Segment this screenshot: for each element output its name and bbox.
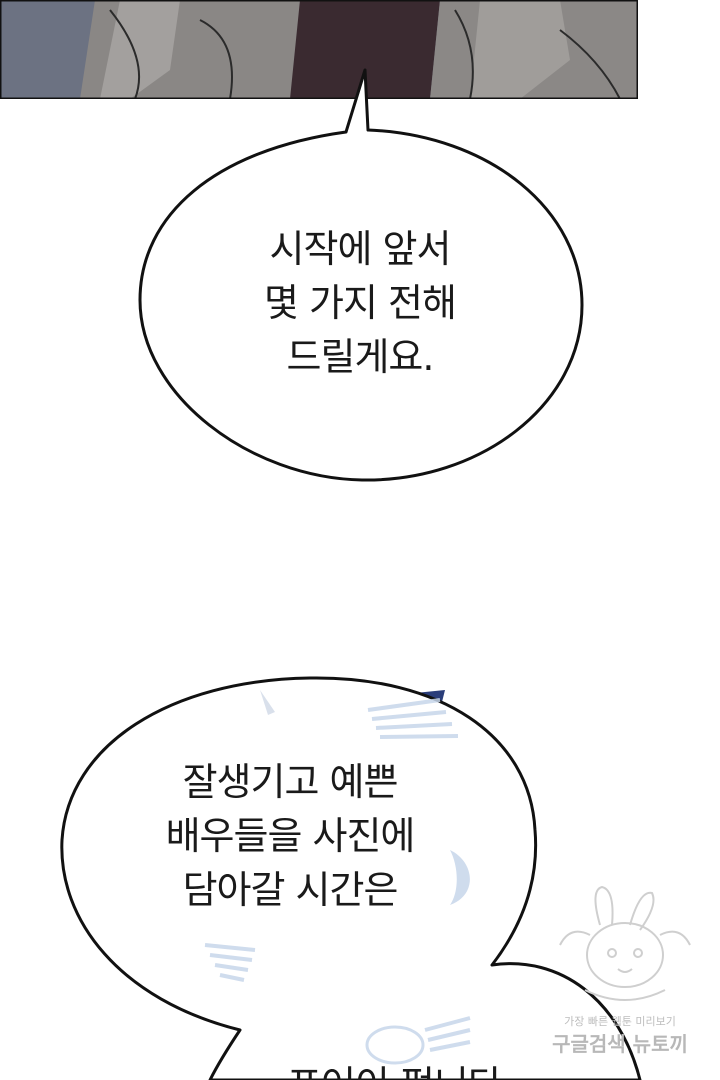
bubble-1-line-2: 몇 가지 전해 — [264, 281, 457, 325]
speech-bubble-3-partial: …프어이 펑니다 — [250, 1058, 570, 1080]
speech-bubble-1: 시작에 앞서 몇 가지 전해 드릴게요. — [180, 222, 540, 384]
bubble-2-line-3: 담아갈 시간은 — [182, 868, 399, 912]
panel-art-illustration — [0, 0, 638, 99]
watermark-line-1: 가장 빠른 웹툰 미리보기 — [564, 1015, 676, 1028]
bubble-1-line-3: 드릴게요. — [286, 335, 435, 379]
bubble-1-line-1: 시작에 앞서 — [269, 227, 452, 271]
watermark-line-2: 구글검색 뉴토끼 — [552, 1032, 688, 1056]
bubble-2-line-2: 배우들을 사진에 — [165, 814, 416, 858]
bubble-2-line-1: 잘생기고 예쁜 — [182, 760, 399, 804]
bubble-decor-motifs — [204, 690, 471, 1065]
comic-panel-top — [0, 0, 638, 99]
speech-bubble-2: 잘생기고 예쁜 배우들을 사진에 담아갈 시간은 — [120, 755, 460, 917]
watermark-bunny-logo — [559, 885, 691, 1001]
bubble-3-partial-line: …프어이 펑니다 — [250, 1058, 570, 1080]
watermark: 가장 빠른 웹툰 미리보기 구글검색 뉴토끼 — [540, 885, 700, 1060]
